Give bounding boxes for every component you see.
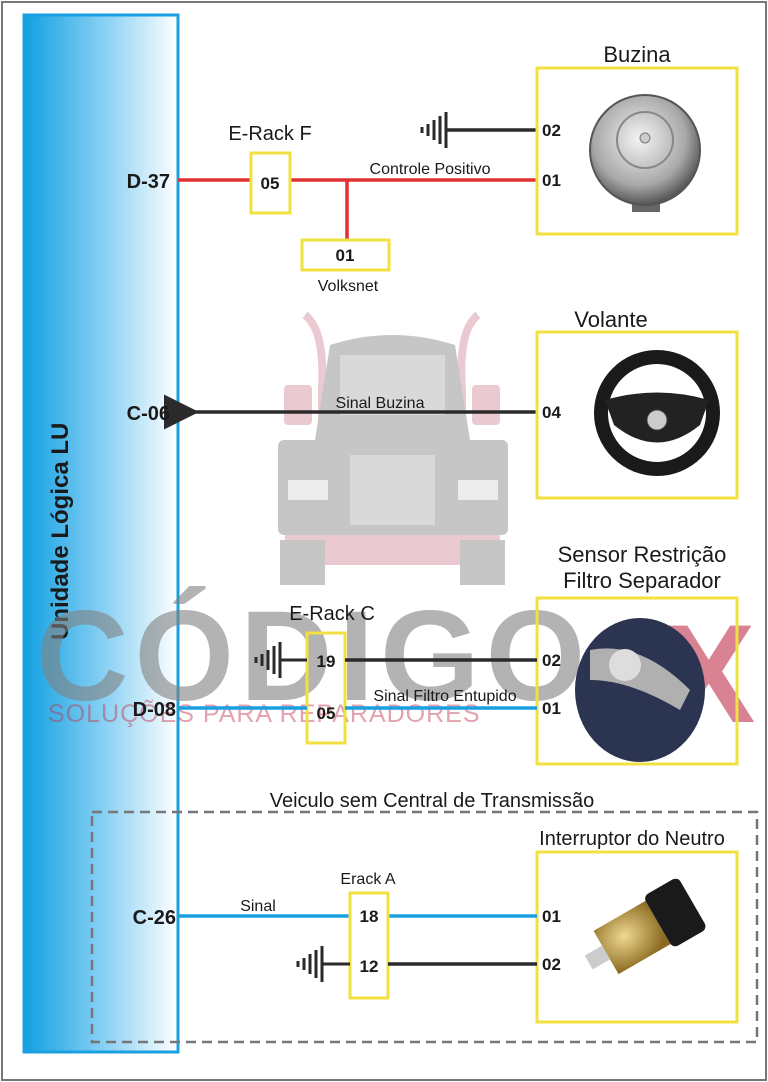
volksnet-label: Volksnet	[318, 278, 379, 295]
volksnet-connector	[300, 238, 391, 272]
rack-a-label: Erack A	[340, 871, 395, 888]
sensor-title-line2: Filtro Separador	[563, 568, 721, 593]
wire-label-controle: Controle Positivo	[370, 161, 491, 178]
neutral-pin-01: 01	[542, 907, 561, 926]
rack-f-label: E-Rack F	[228, 123, 311, 145]
volksnet-pin: 01	[336, 246, 355, 265]
group-title: Veiculo sem Central de Transmissão	[270, 790, 595, 812]
svg-text:SOLUÇÕES PARA REPARADORES: SOLUÇÕES PARA REPARADORES	[48, 699, 481, 728]
sensor-pin-02: 02	[542, 651, 561, 670]
rack-c-label: E-Rack C	[289, 603, 375, 625]
rack-f-pin: 05	[261, 174, 280, 193]
neutral-title: Interruptor do Neutro	[539, 828, 725, 850]
rack-f-connector	[249, 151, 292, 215]
logic-unit-title: Unidade Lógica LU	[47, 423, 74, 640]
wire-label-sinal-buzina: Sinal Buzina	[336, 395, 425, 412]
rack-a-connector	[348, 891, 390, 1000]
unit-pin-d08: D-08	[133, 699, 176, 721]
horn-image	[589, 94, 701, 212]
ground-icon	[254, 642, 307, 678]
unit-pin-c26: C-26	[133, 907, 176, 929]
wire-label-sinal: Sinal	[240, 898, 276, 915]
ground-icon	[296, 946, 350, 982]
neutral-pin-02: 02	[542, 955, 561, 974]
unit-pin-d37: D-37	[127, 171, 170, 193]
rack-a-pin-18: 18	[360, 907, 379, 926]
wheel-title: Volante	[574, 307, 647, 332]
rack-c-pin-19: 19	[317, 652, 336, 671]
sensor-box	[535, 596, 739, 766]
wire-label-filtro: Sinal Filtro Entupido	[373, 688, 516, 705]
sensor-title-line1: Sensor Restrição	[558, 542, 727, 567]
sensor-pin-01: 01	[542, 699, 561, 718]
rack-a-pin-12: 12	[360, 957, 379, 976]
horn-pin-02: 02	[542, 121, 561, 140]
rack-c-connector	[305, 631, 347, 745]
horn-title: Buzina	[603, 42, 671, 67]
svg-text:CÓDIGO: CÓDIGO	[36, 585, 591, 728]
steering-wheel-image	[594, 350, 720, 476]
wheel-box	[535, 330, 739, 500]
sensor-image	[575, 618, 705, 762]
neutral-switch-image	[584, 878, 706, 975]
horn-box	[535, 66, 739, 236]
rack-c-pin-05: 05	[317, 704, 336, 723]
neutral-box	[535, 850, 739, 1024]
unit-pin-c06: C-06	[127, 403, 170, 425]
horn-pin-01: 01	[542, 171, 561, 190]
wheel-pin-04: 04	[542, 403, 561, 422]
logic-unit-block	[22, 13, 180, 1054]
